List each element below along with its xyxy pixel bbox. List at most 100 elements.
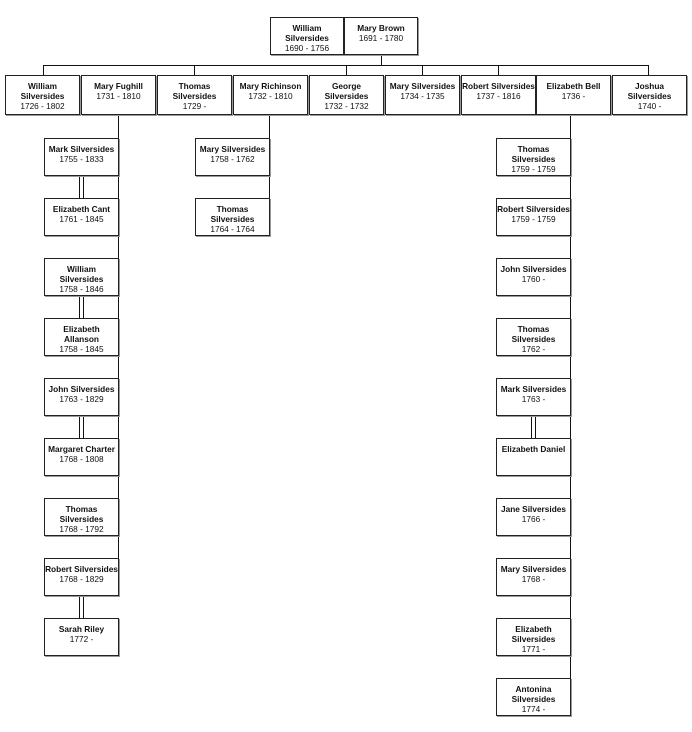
person-dates: 1768 - 1829	[59, 574, 104, 584]
person-dates: 1732 - 1810	[248, 91, 293, 101]
connector-line	[498, 65, 499, 75]
person-name: Mary Silversides	[199, 144, 266, 154]
person-name: William Silversides	[285, 23, 329, 43]
spouse-link	[79, 176, 80, 198]
person-name: Elizabeth Bell	[546, 81, 601, 91]
person-dates: 1737 - 1816	[476, 91, 521, 101]
person-name: Elizabeth Daniel	[501, 444, 566, 454]
connector-line	[648, 65, 649, 75]
connector-line	[381, 55, 382, 65]
person-name: Thomas Silversides	[511, 324, 556, 344]
connector-line	[346, 65, 347, 75]
person-name: Antonina Silversides	[511, 684, 556, 704]
person-dates: 1768 - 1808	[59, 454, 104, 464]
person-dates: 1726 - 1802	[20, 101, 65, 111]
person-name: Thomas Silversides	[210, 204, 255, 224]
person-dates: 1768 - 1792	[59, 524, 104, 534]
person-dates: 1736 -	[561, 91, 586, 101]
person-name: Elizabeth Silversides	[511, 624, 556, 644]
person-name: Thomas Silversides	[172, 81, 217, 101]
person-name: Sarah Riley	[58, 624, 105, 634]
spouse-link	[79, 596, 80, 618]
person-name: William Silversides	[20, 81, 65, 101]
person-name: Mary Fughill	[94, 81, 143, 91]
person-name: Margaret Charter	[48, 444, 115, 454]
person-name: Mary Richinson	[239, 81, 302, 91]
person-name: Robert Silversides	[45, 564, 118, 574]
person-dates: 1759 - 1759	[511, 164, 556, 174]
person-dates: 1766 -	[521, 514, 546, 524]
person-dates: 1761 - 1845	[59, 214, 104, 224]
connector-line	[422, 65, 423, 75]
person-name: John Silversides	[500, 264, 567, 274]
person-dates: 1760 -	[521, 274, 546, 284]
person-name: Mary Brown	[357, 23, 405, 33]
person-dates: 1762 -	[521, 344, 546, 354]
spouse-link	[531, 416, 532, 438]
connector-line	[43, 65, 44, 75]
person-dates: 1763 - 1829	[59, 394, 104, 404]
person-name: Elizabeth Cant	[52, 204, 111, 214]
spouse-link	[535, 416, 536, 438]
person-name: George Silversides	[324, 81, 369, 101]
spouse-link	[83, 176, 84, 198]
person-dates: 1740 -	[637, 101, 662, 111]
person-dates: 1734 - 1735	[400, 91, 445, 101]
spouse-link	[83, 596, 84, 618]
person-dates: 1771 -	[521, 644, 546, 654]
person-dates: 1772 -	[69, 634, 94, 644]
spouse-link	[79, 416, 80, 438]
person-dates: 1768 -	[521, 574, 546, 584]
person-name: Mark Silversides	[500, 384, 567, 394]
person-name: John Silversides	[48, 384, 115, 394]
person-name: Thomas Silversides	[59, 504, 104, 524]
person-name: Robert Silversides	[462, 81, 535, 91]
person-name: Elizabeth Allanson	[63, 324, 100, 344]
person-box[interactable]: Elizabeth Daniel	[496, 438, 571, 476]
person-dates: 1729 -	[182, 101, 207, 111]
person-name: Robert Silversides	[497, 204, 570, 214]
person-dates: 1774 -	[521, 704, 546, 714]
person-dates: 1763 -	[521, 394, 546, 404]
person-dates: 1758 - 1846	[59, 284, 104, 294]
person-dates: 1758 - 1845	[59, 344, 104, 354]
person-dates: 1764 - 1764	[210, 224, 255, 234]
person-name: Mark Silversides	[48, 144, 115, 154]
person-name: Thomas Silversides	[511, 144, 556, 164]
person-name: Mary Silversides	[389, 81, 456, 91]
person-name: William Silversides	[59, 264, 104, 284]
person-dates: 1759 - 1759	[511, 214, 556, 224]
